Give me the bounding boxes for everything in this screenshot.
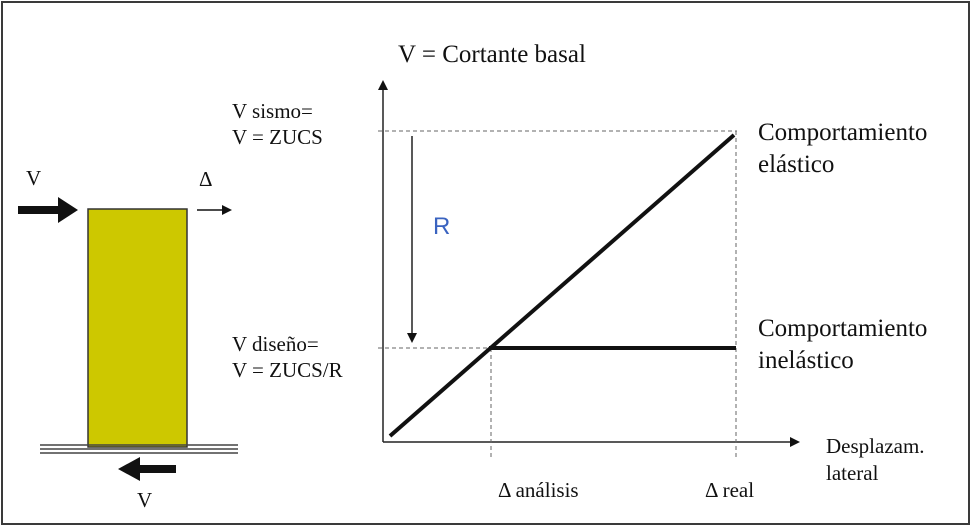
v-diseno-label-line1: V diseño=: [232, 332, 319, 356]
inelastic-label-line1: Comportamiento: [758, 315, 928, 342]
column-v-bottom-label: V: [137, 488, 153, 512]
force-arrow-bottom-icon: [118, 457, 176, 481]
inelastic-label-line2: inelástico: [758, 347, 854, 374]
v-sismo-label-line1: V sismo=: [232, 99, 313, 123]
elastic-line: [388, 133, 736, 438]
x-axis-label-line2: lateral: [826, 461, 879, 485]
v-diseno-label-line2: V = ZUCS/R: [232, 358, 343, 382]
force-arrow-top-icon: [18, 197, 78, 223]
column-rect: [87, 208, 188, 448]
elastic-label-line1: Comportamiento: [758, 119, 928, 146]
r-label: R: [433, 213, 451, 240]
column-v-top-label: V: [26, 166, 42, 190]
v-sismo-label-line2: V = ZUCS: [232, 125, 323, 149]
y-axis-title: V = Cortante basal: [398, 41, 586, 68]
delta-real-label: Δ real: [705, 478, 755, 502]
elastic-label-line2: elástico: [758, 151, 835, 178]
x-axis-label-line1: Desplazam.: [826, 434, 925, 458]
delta-analisis-label: Δ análisis: [498, 478, 579, 502]
column-delta-label: Δ: [199, 167, 213, 191]
